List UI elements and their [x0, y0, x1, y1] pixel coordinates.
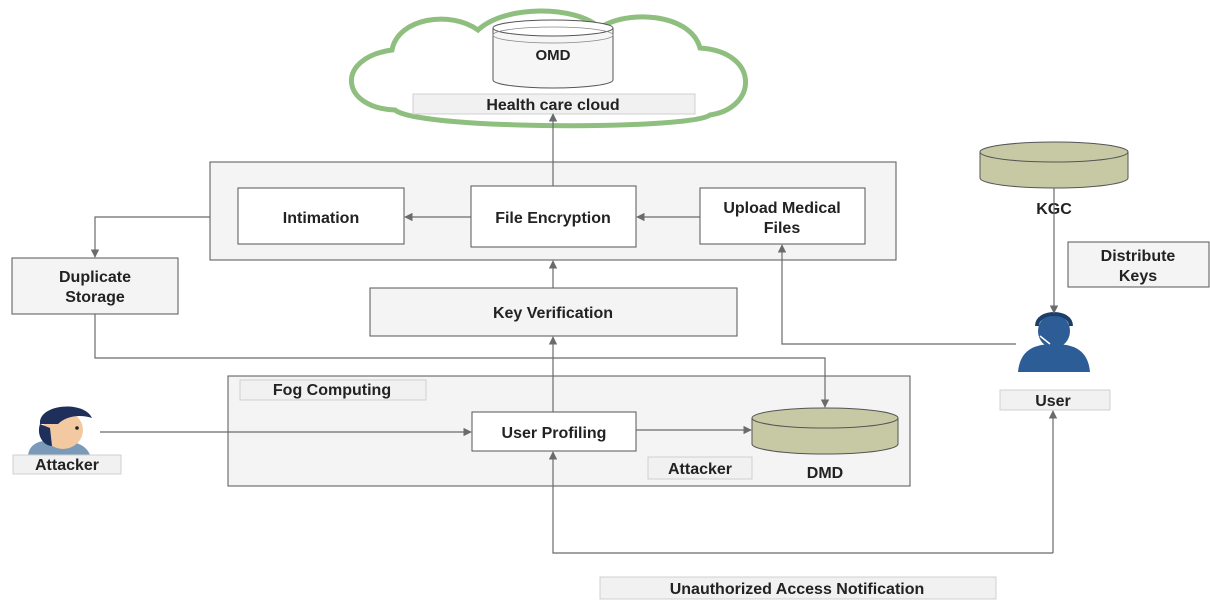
duplicate-label-line1: Duplicate [59, 269, 131, 286]
fog-title-tag [239, 379, 427, 401]
fog-attacker-tag [647, 456, 753, 480]
connectors [90, 113, 1059, 554]
file-encryption-box [470, 185, 637, 248]
file-encryption-label: File Encryption [495, 210, 611, 227]
user-tag [999, 389, 1111, 411]
fog-title: Fog Computing [273, 382, 391, 399]
cloud-title: Health care cloud [486, 97, 619, 114]
duplicate-storage-box [11, 257, 179, 315]
arrow-user-to-upload [777, 244, 1016, 345]
notification-label: Unauthorized Access Notification [670, 581, 925, 598]
distribute-keys-box [1067, 241, 1210, 288]
dmd-label: DMD [807, 465, 843, 482]
distribute-line1: Distribute [1101, 248, 1176, 265]
intimation-label: Intimation [283, 210, 359, 227]
arrow-notification-to-profiling [548, 451, 1053, 554]
notification-tag [599, 576, 997, 600]
dmd-database [751, 407, 899, 455]
user-label: User [1035, 393, 1071, 410]
duplicate-label-line2: Storage [65, 289, 125, 306]
kgc-database [979, 141, 1129, 189]
intimation-box [237, 187, 405, 245]
user-profiling-box [471, 411, 637, 452]
fog-attacker-label: Attacker [668, 461, 732, 478]
arrow-container-to-duplicate [90, 216, 210, 258]
key-verification-box [369, 287, 738, 337]
distribute-line2: Keys [1119, 268, 1157, 285]
upload-medical-files-box [699, 187, 866, 245]
attacker-tag [12, 454, 122, 475]
arrow-duplicate-to-dmd [94, 314, 830, 408]
upload-label-line2: Files [764, 220, 801, 237]
attacker-label: Attacker [35, 457, 99, 474]
key-verification-label: Key Verification [493, 305, 613, 322]
omd-database: OMD [492, 19, 614, 89]
user-icon [1018, 312, 1090, 372]
attacker-icon [28, 406, 92, 455]
omd-label: OMD [536, 47, 571, 64]
health-care-cloud: OMD Health care cloud [349, 8, 748, 129]
user-profiling-label: User Profiling [502, 425, 607, 442]
upload-label-line1: Upload Medical [723, 200, 840, 217]
